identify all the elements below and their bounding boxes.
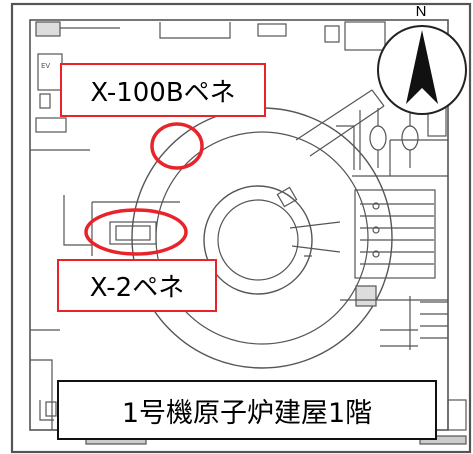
x100b-highlight-circle — [150, 122, 204, 170]
compass-north-label: N — [415, 3, 427, 20]
svg-text:EV: EV — [41, 62, 50, 70]
outer-ring — [131, 107, 393, 369]
x2-highlight-circle — [84, 208, 188, 256]
compass — [377, 25, 467, 115]
building-floor-label: 1号機原子炉建屋1階 — [57, 380, 437, 440]
pedestal-inner — [217, 199, 299, 281]
x2-penetration-label: X-2ペネ — [57, 259, 217, 312]
outer-wall — [10, 2, 472, 454]
north-arrow-icon — [406, 30, 438, 104]
inner-ring — [155, 131, 369, 345]
ev-room — [37, 53, 63, 91]
pedestal-outer — [203, 185, 313, 295]
x100b-penetration-label: X-100Bペネ — [60, 63, 266, 117]
